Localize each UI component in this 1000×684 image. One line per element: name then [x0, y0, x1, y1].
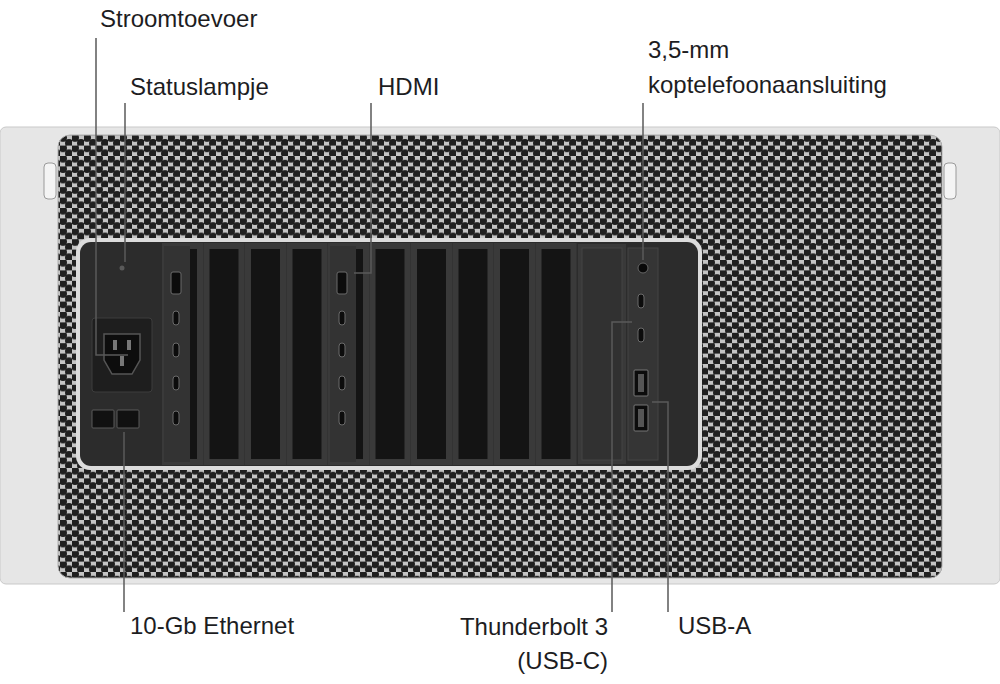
hdmi-port: [337, 272, 347, 294]
usb-a-tongue: [638, 374, 644, 392]
thunderbolt-port: [339, 343, 345, 357]
thunderbolt-port: [339, 411, 345, 425]
back-panel: [80, 242, 698, 466]
usb-a-port: [634, 370, 648, 396]
slot: [245, 243, 286, 465]
thunderbolt-port: [173, 411, 179, 425]
slot: [287, 243, 328, 465]
usb-a-port: [634, 405, 648, 431]
part-label: Stroomtoevoer: [100, 4, 360, 34]
leader-line: [652, 402, 668, 612]
card-bracket: [330, 246, 356, 462]
leader-line: [124, 103, 126, 262]
status-light: [120, 266, 125, 271]
ethernet-port: [117, 410, 139, 428]
part-label: 3,5-mm koptelefoonaansluiting: [648, 32, 958, 102]
leader-line: [96, 38, 128, 355]
part-label: USB-A: [678, 611, 828, 641]
slot: [453, 243, 494, 465]
pcie-slots: [162, 243, 577, 465]
leader-line: [642, 103, 644, 260]
power-pin: [120, 356, 124, 366]
slot: [494, 243, 535, 465]
slot: [204, 243, 245, 465]
thunderbolt-port: [339, 311, 345, 325]
io-module: [582, 248, 622, 460]
usb-a-tongue: [638, 409, 644, 427]
io-module: [578, 244, 626, 464]
slot: [411, 243, 452, 465]
leader-line: [612, 322, 632, 612]
handle: [44, 163, 56, 199]
slot: [370, 243, 411, 465]
slot: [162, 243, 203, 465]
thunderbolt-port: [173, 343, 179, 357]
power-pin: [127, 340, 131, 350]
ethernet-port: [92, 410, 114, 428]
power-socket: [104, 334, 140, 374]
thunderbolt-port: [173, 311, 179, 325]
housing: [0, 127, 1000, 584]
hdmi-port: [171, 272, 181, 294]
headphone-jack: [638, 263, 648, 273]
thunderbolt-port: [638, 294, 644, 308]
handle: [944, 163, 956, 199]
part-label: Thunderbolt 3 (USB-C): [416, 610, 608, 678]
part-label: 10-Gb Ethernet: [130, 611, 390, 641]
leader-line: [354, 103, 371, 273]
power-pin: [113, 340, 117, 350]
slot: [536, 243, 577, 465]
card-bracket: [164, 246, 190, 462]
part-label: HDMI: [378, 72, 498, 102]
io-module: [628, 248, 658, 460]
part-label: Statuslampje: [130, 72, 350, 102]
thunderbolt-port: [339, 376, 345, 390]
panel-rim: [76, 238, 702, 470]
slot: [328, 243, 369, 465]
thunderbolt-port: [638, 328, 644, 342]
mesh-grille: [58, 135, 942, 578]
leader-line: [123, 432, 125, 612]
thunderbolt-port: [173, 376, 179, 390]
